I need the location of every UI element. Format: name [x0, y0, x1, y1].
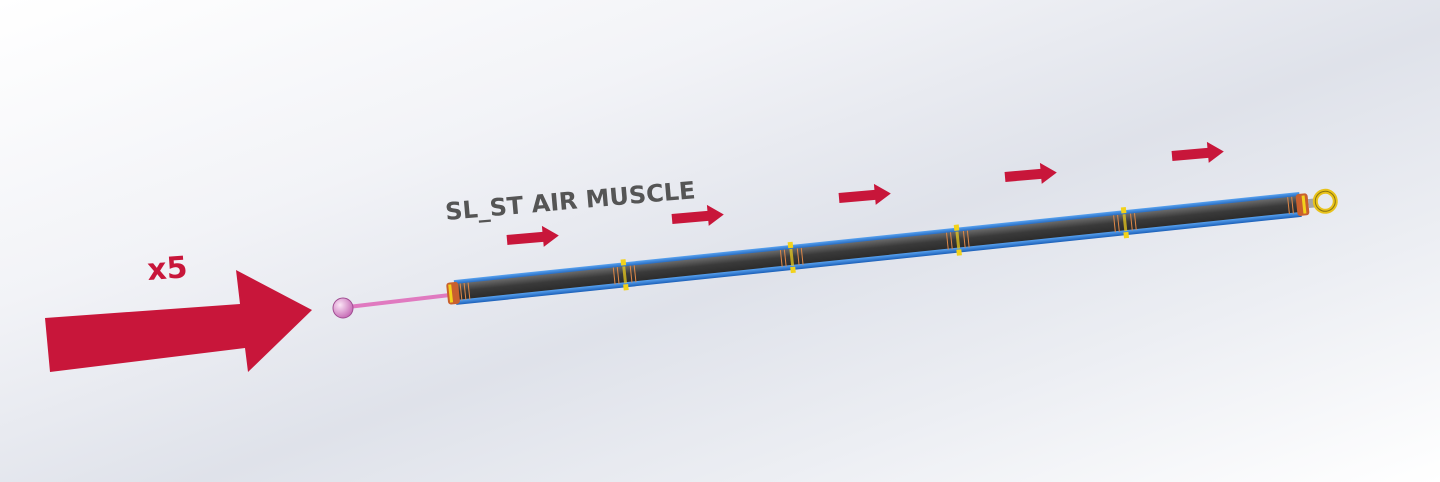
mounting-eyelet	[1312, 188, 1338, 214]
bottom-rail	[455, 211, 1302, 305]
clamp-band	[1113, 207, 1137, 239]
muscle-tube	[454, 195, 1302, 301]
small-direction-arrow-icon	[1171, 141, 1224, 163]
multiplier-label: x5	[146, 250, 189, 288]
small-direction-arrow-icon	[1004, 162, 1057, 184]
pull-rod	[332, 293, 451, 319]
left-end-cap	[446, 281, 471, 305]
air-muscle-assembly	[446, 188, 1338, 305]
top-rail	[453, 191, 1300, 286]
clamp-band	[779, 241, 804, 274]
small-direction-arrow-icon	[506, 225, 559, 247]
large-force-arrow-icon	[45, 270, 312, 372]
small-direction-arrow-icon	[838, 183, 891, 205]
direction-arrows	[506, 141, 1224, 247]
clamp-band	[946, 224, 970, 256]
pull-ball	[332, 297, 354, 319]
diagram-title: SL_ST AIR MUSCLE	[444, 176, 696, 226]
small-direction-arrow-icon	[671, 204, 724, 226]
clamp-band	[612, 259, 637, 291]
